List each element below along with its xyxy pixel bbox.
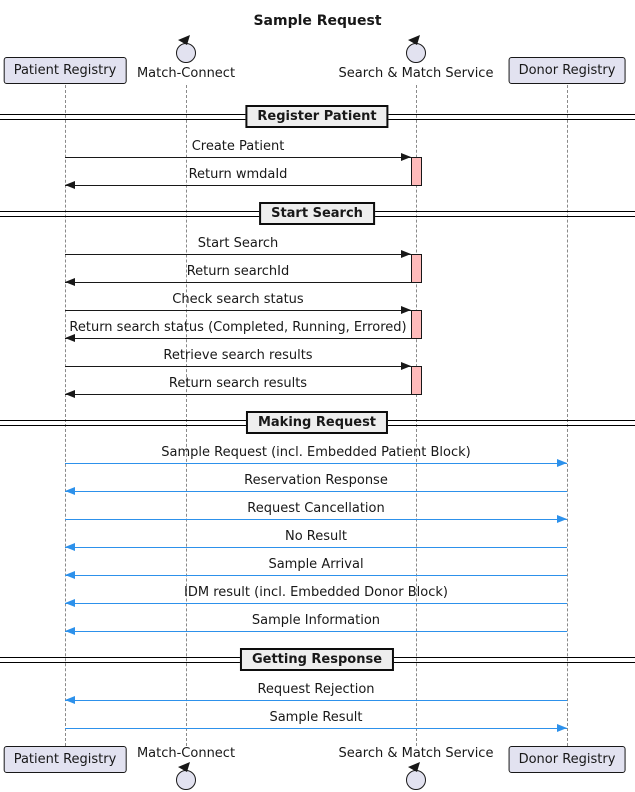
message-arrow bbox=[65, 254, 411, 255]
section-divider-label: Register Patient bbox=[245, 105, 389, 128]
message-arrow bbox=[65, 603, 567, 604]
arrowhead-icon bbox=[401, 306, 411, 314]
arrowhead-icon bbox=[65, 487, 75, 495]
arrowhead-icon bbox=[401, 153, 411, 161]
arrowhead-icon bbox=[401, 250, 411, 258]
message-arrow bbox=[65, 338, 411, 339]
message-arrow bbox=[65, 491, 567, 492]
section-divider-label: Start Search bbox=[259, 202, 375, 225]
control-actor-icon bbox=[403, 761, 429, 791]
message-label: Return search status (Completed, Running… bbox=[69, 320, 407, 335]
message-label: Reservation Response bbox=[244, 473, 388, 488]
message-label: Start Search bbox=[197, 236, 279, 251]
arrowhead-icon bbox=[557, 515, 567, 523]
arrowhead-icon bbox=[65, 390, 75, 398]
section-divider-label: Getting Response bbox=[239, 648, 395, 671]
message-arrow bbox=[65, 575, 567, 576]
participant-label: Search & Match Service bbox=[338, 66, 494, 81]
participant-box: Patient Registry bbox=[3, 57, 127, 84]
message-arrow bbox=[65, 463, 567, 464]
control-actor-icon bbox=[403, 34, 429, 64]
message-arrow bbox=[65, 394, 411, 395]
message-label: Check search status bbox=[172, 292, 304, 307]
arrowhead-icon bbox=[557, 459, 567, 467]
arrowhead-icon bbox=[65, 571, 75, 579]
arrowhead-icon bbox=[65, 599, 75, 607]
arrowhead-icon bbox=[557, 724, 567, 732]
arrowhead-icon bbox=[65, 181, 75, 189]
message-label: Retrieve search results bbox=[163, 348, 313, 363]
arrowhead-icon bbox=[65, 278, 75, 286]
message-label: IDM result (incl. Embedded Donor Block) bbox=[184, 585, 448, 600]
arrowhead-icon bbox=[65, 334, 75, 342]
message-label: Return searchId bbox=[186, 264, 290, 279]
participant-box: Donor Registry bbox=[508, 746, 626, 773]
message-label: Request Rejection bbox=[257, 682, 375, 697]
activation-bar bbox=[411, 366, 422, 395]
participant-box: Patient Registry bbox=[3, 746, 127, 773]
message-label: Sample Request (incl. Embedded Patient B… bbox=[161, 445, 471, 460]
message-arrow bbox=[65, 185, 411, 186]
activation-bar bbox=[411, 310, 422, 339]
participant-label: Match-Connect bbox=[136, 746, 236, 761]
lifeline bbox=[186, 85, 187, 746]
diagram-title: Sample Request bbox=[253, 13, 382, 29]
message-arrow bbox=[65, 547, 567, 548]
control-actor-icon bbox=[173, 761, 199, 791]
activation-bar bbox=[411, 254, 422, 283]
message-arrow bbox=[65, 700, 567, 701]
message-label: Sample Result bbox=[269, 710, 363, 725]
message-arrow bbox=[65, 157, 411, 158]
lifeline bbox=[65, 85, 66, 746]
message-label: Request Cancellation bbox=[247, 501, 385, 516]
activation-bar bbox=[411, 157, 422, 186]
message-label: Return wmdaId bbox=[188, 167, 288, 182]
participant-label: Search & Match Service bbox=[338, 746, 494, 761]
message-label: Sample Information bbox=[251, 613, 381, 628]
arrowhead-icon bbox=[401, 362, 411, 370]
message-arrow bbox=[65, 631, 567, 632]
message-label: No Result bbox=[285, 529, 347, 544]
control-actor-icon bbox=[173, 34, 199, 64]
message-arrow bbox=[65, 519, 567, 520]
arrowhead-icon bbox=[65, 627, 75, 635]
section-divider-label: Making Request bbox=[245, 411, 389, 434]
lifeline bbox=[416, 85, 417, 746]
message-label: Create Patient bbox=[191, 139, 285, 154]
message-arrow bbox=[65, 310, 411, 311]
arrowhead-icon bbox=[65, 696, 75, 704]
participant-box: Donor Registry bbox=[508, 57, 626, 84]
participant-label: Match-Connect bbox=[136, 66, 236, 81]
message-arrow bbox=[65, 366, 411, 367]
lifeline bbox=[567, 85, 568, 746]
message-arrow bbox=[65, 282, 411, 283]
message-arrow bbox=[65, 728, 567, 729]
message-label: Return search results bbox=[168, 376, 308, 391]
arrowhead-icon bbox=[65, 543, 75, 551]
message-label: Sample Arrival bbox=[268, 557, 364, 572]
